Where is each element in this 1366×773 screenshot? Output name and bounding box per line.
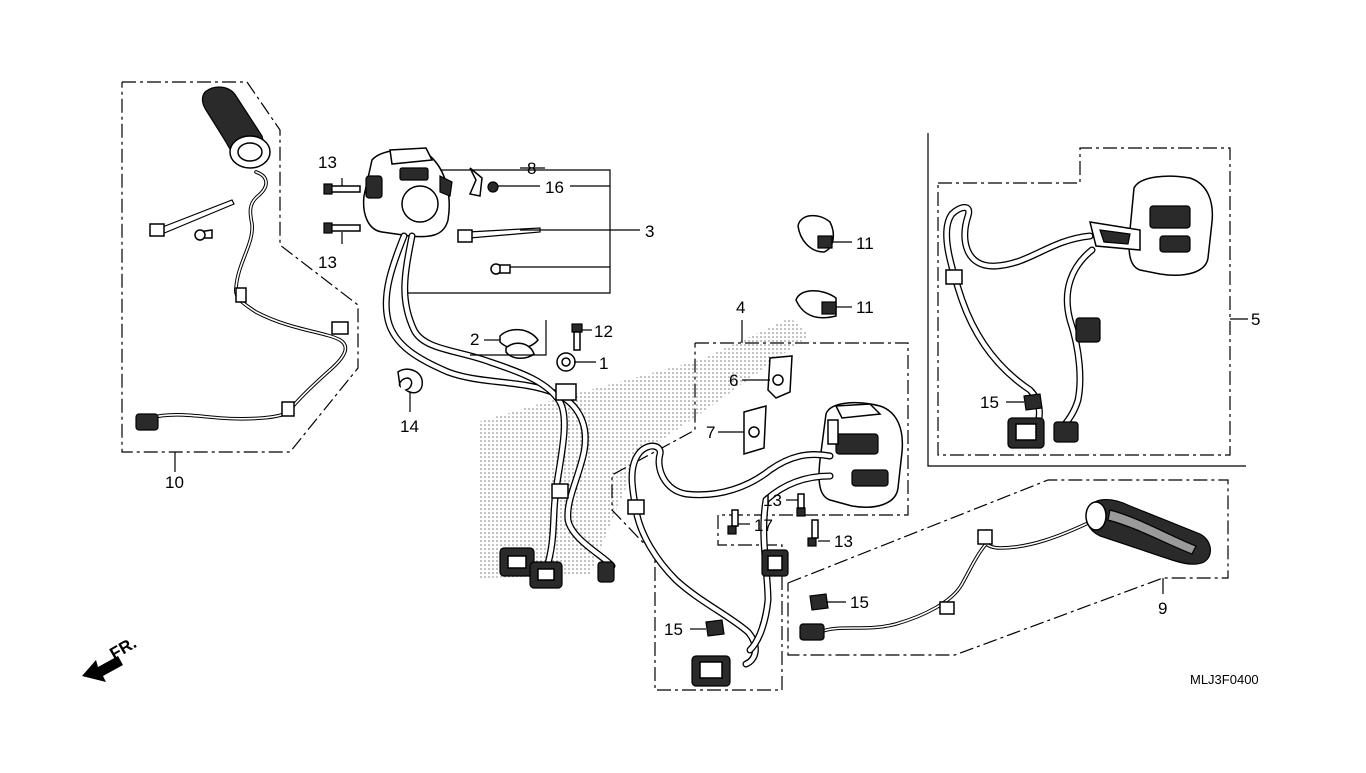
clip-icon (705, 619, 725, 637)
screw-icon (323, 183, 361, 195)
callout-7: 7 (706, 423, 715, 442)
callout-16: 16 (545, 178, 564, 197)
clip-icon (468, 167, 483, 197)
left-switch-housing-icon (362, 147, 453, 238)
callout-14: 14 (400, 417, 419, 436)
right-switch-detail-group (927, 133, 1248, 467)
callout-15-detail: 15 (980, 393, 999, 412)
clamp-part-1-icon (556, 352, 576, 372)
callout-10: 10 (165, 473, 184, 492)
callout-15-grip: 15 (850, 593, 869, 612)
callout-9: 9 (1158, 599, 1167, 618)
callout-3: 3 (645, 222, 654, 241)
clamp-part-7-icon (743, 405, 767, 456)
callout-15-lower: 15 (664, 620, 683, 639)
connector-icon (499, 547, 535, 577)
screw-icon (490, 263, 511, 275)
image-code: MLJ3F0400 (1190, 672, 1259, 687)
callout-6: 6 (729, 371, 738, 390)
clip-icon (1023, 393, 1043, 411)
connector-icon (1075, 317, 1101, 343)
band-icon (795, 290, 852, 319)
screw-icon (796, 493, 806, 517)
callout-8: 8 (527, 159, 536, 178)
front-direction-indicator: FR. (82, 633, 140, 682)
connector-icon (529, 561, 563, 589)
screw-icon (323, 222, 361, 234)
band-icon (797, 214, 852, 253)
callout-13-upper: 13 (318, 153, 337, 172)
right-grip-heater-group (787, 479, 1229, 656)
callout-12: 12 (594, 322, 613, 341)
connector-icon (135, 413, 159, 431)
cable-tie-icon (457, 227, 541, 243)
callout-2: 2 (470, 330, 479, 349)
clip-icon (809, 593, 829, 611)
cable-tie-icon (149, 199, 235, 237)
callout-4: 4 (736, 298, 745, 317)
callout-11-upper: 11 (856, 234, 874, 253)
bolt-part-12-icon (571, 323, 583, 351)
clip-part-14-icon (397, 368, 423, 412)
callout-11-lower: 11 (856, 298, 874, 317)
connector-icon (1007, 417, 1045, 449)
screw-icon (487, 181, 499, 193)
callout-labels: 1 2 3 4 5 6 7 8 9 10 11 11 12 13 13 13 1… (165, 153, 1260, 639)
callout-13-mid: 13 (763, 491, 782, 510)
clamp-part-6-icon (767, 355, 793, 399)
left-switch-group (323, 147, 640, 589)
callout-13-left: 13 (318, 253, 337, 272)
screw-icon (727, 509, 739, 535)
clamp-part-2-icon (470, 320, 547, 359)
right-switch-housing-icon (1088, 175, 1214, 276)
connector-icon (799, 623, 825, 641)
connector-icon (691, 655, 731, 687)
right-switch-group (611, 320, 909, 691)
leader-lines (341, 178, 1024, 630)
arrow-icon (82, 656, 123, 682)
callout-13-right: 13 (834, 532, 853, 551)
right-switch-housing-icon (818, 401, 904, 508)
callout-5: 5 (1251, 310, 1260, 329)
callout-17: 17 (754, 516, 773, 535)
callout-1: 1 (599, 354, 608, 373)
left-grip-heater-icon (201, 86, 271, 169)
front-label: FR. (107, 633, 140, 663)
connector-icon (1053, 421, 1079, 443)
connector-icon (761, 549, 789, 577)
left-grip-heater-group (121, 81, 359, 472)
screw-icon (807, 519, 819, 547)
screw-icon (194, 229, 213, 241)
right-grip-heater-icon (1085, 499, 1211, 565)
